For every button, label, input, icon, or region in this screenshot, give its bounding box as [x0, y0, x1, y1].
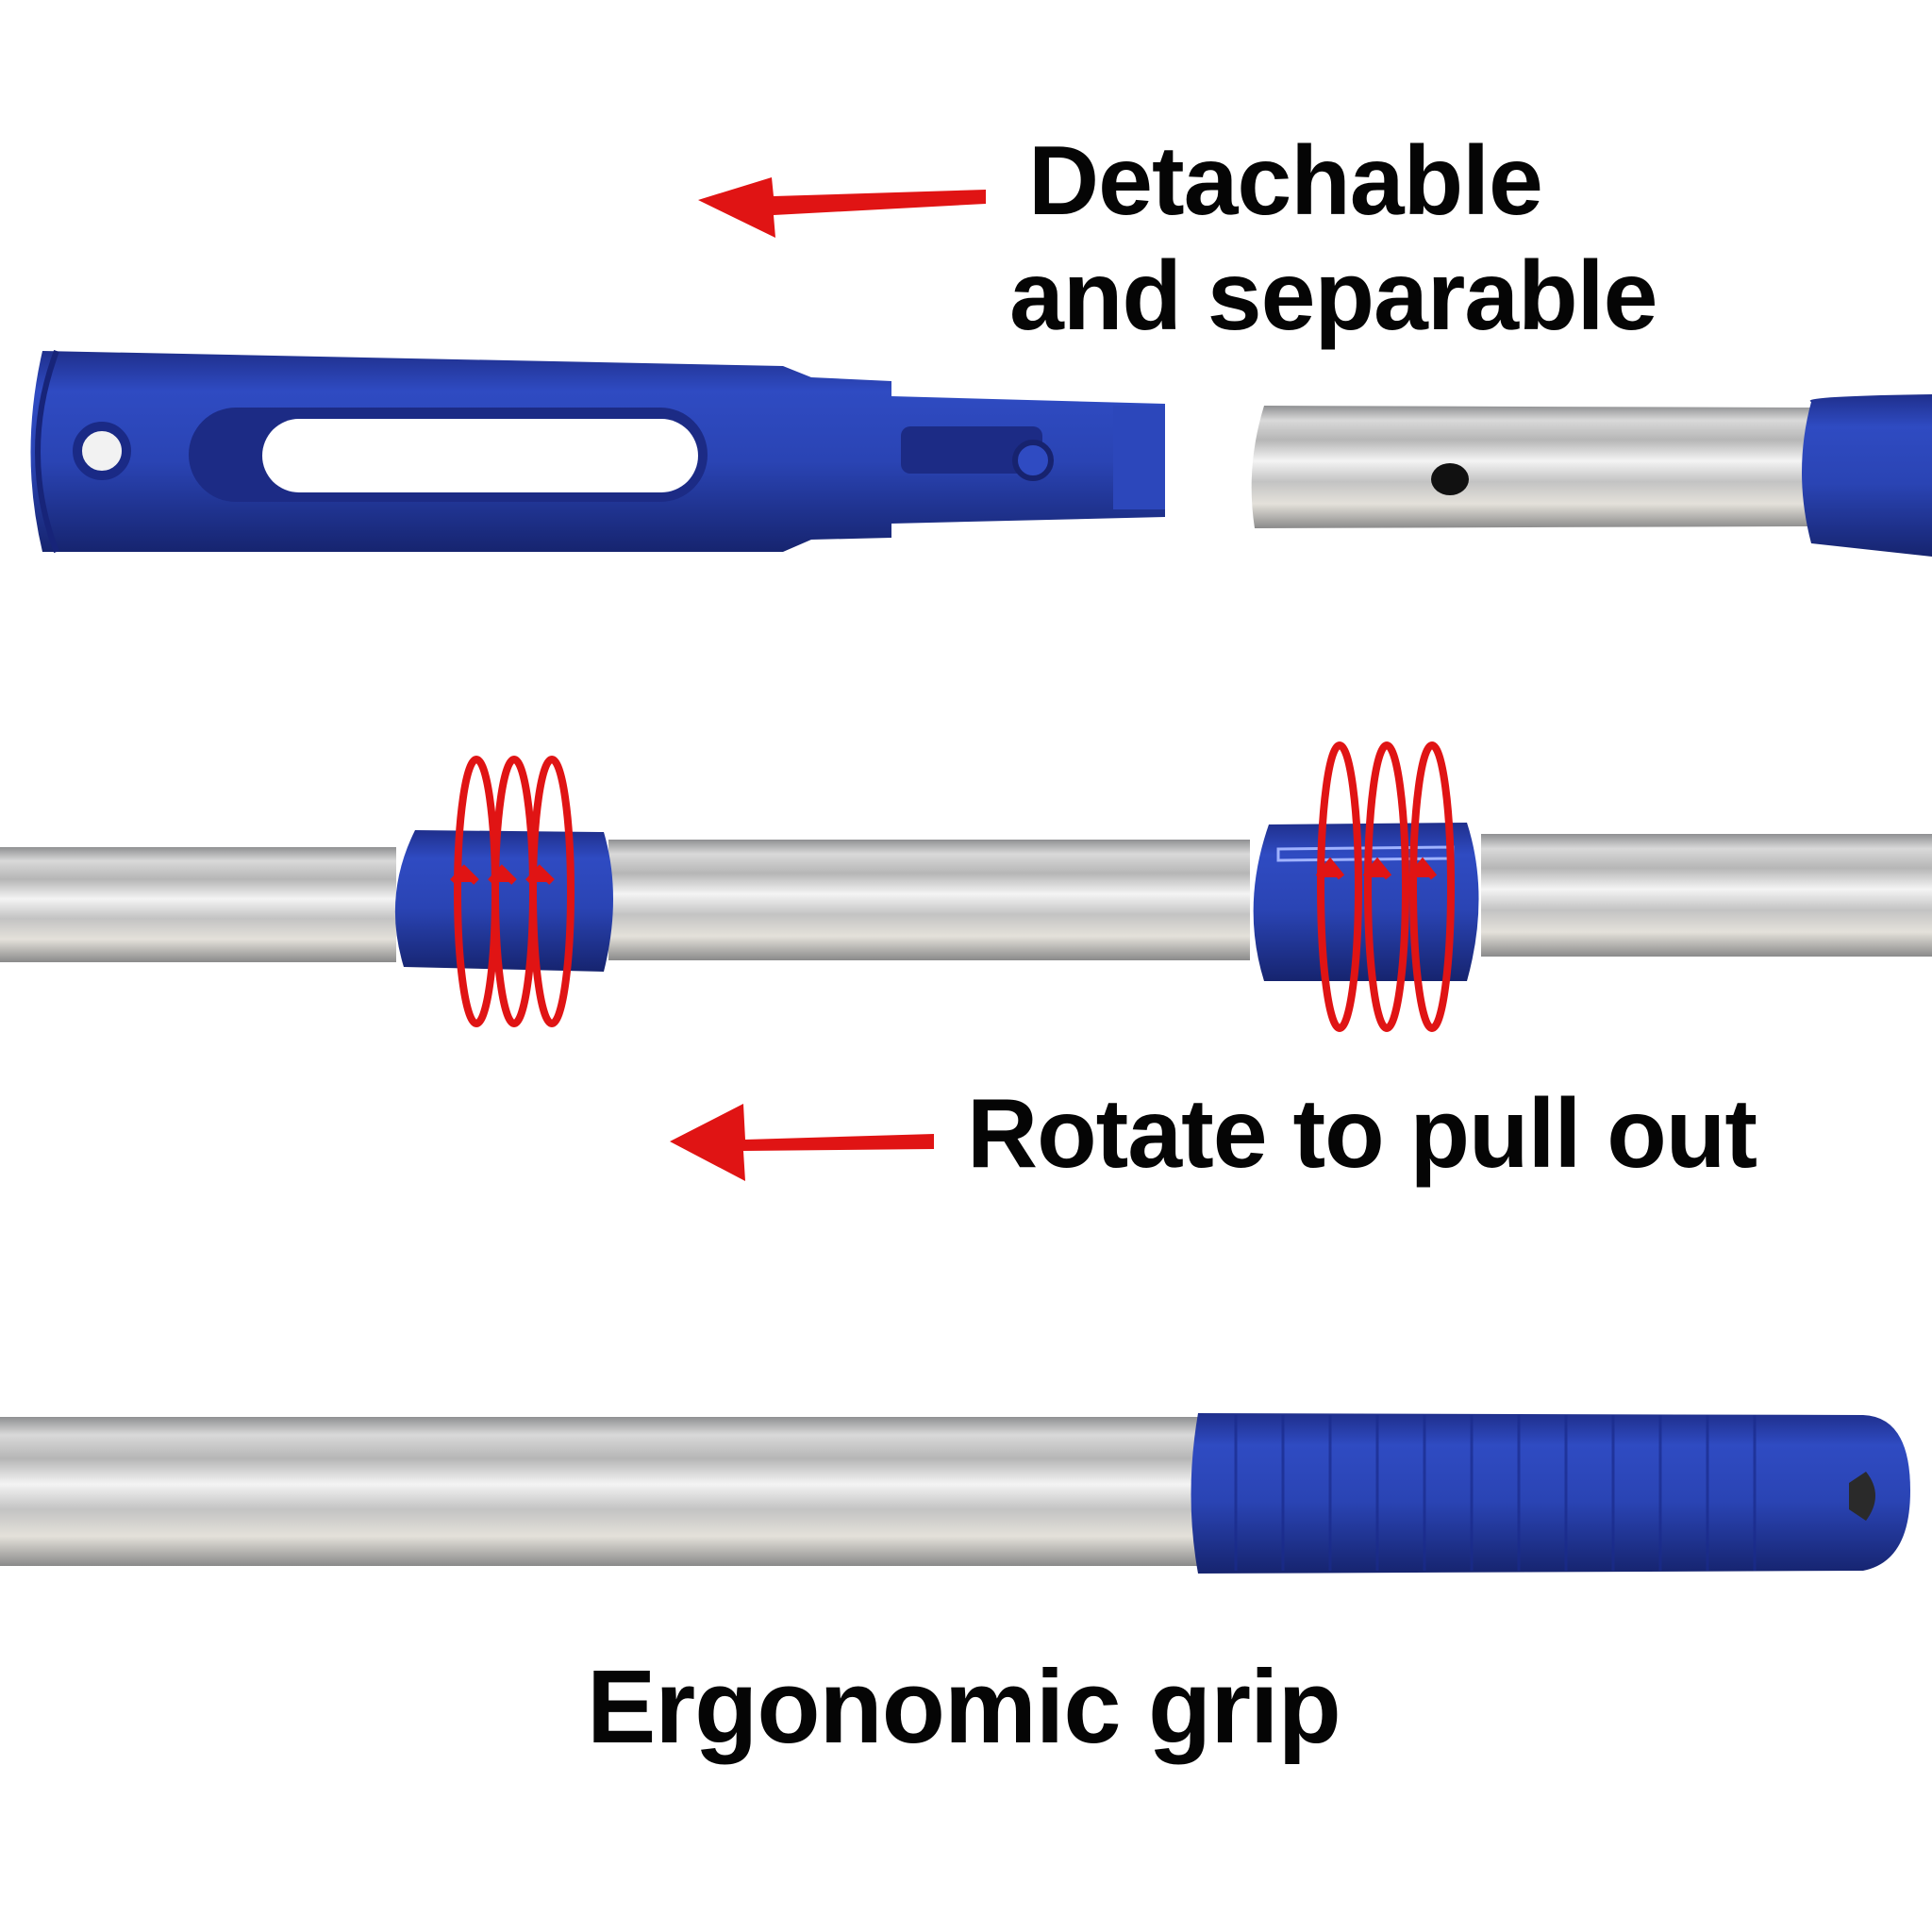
caption-detachable: Detachable — [1028, 126, 1543, 236]
caption-separable: and separable — [1009, 242, 1657, 351]
caption-rotate-to-pull-out: Rotate to pull out — [967, 1079, 1757, 1189]
arrow-left-icon — [670, 1104, 934, 1181]
head-connector — [30, 349, 1165, 554]
telescopic-tube — [0, 834, 1932, 962]
rotate-arrows-icon-right — [1315, 741, 1455, 1032]
rotate-arrows-icon-left — [450, 756, 575, 1027]
caption-ergonomic-grip: Ergonomic grip — [587, 1649, 1341, 1765]
lock-collar-left — [394, 830, 613, 972]
arrow-left-icon — [698, 177, 986, 238]
tube-with-grip — [0, 1413, 1910, 1574]
separated-tube — [1251, 394, 1932, 557]
